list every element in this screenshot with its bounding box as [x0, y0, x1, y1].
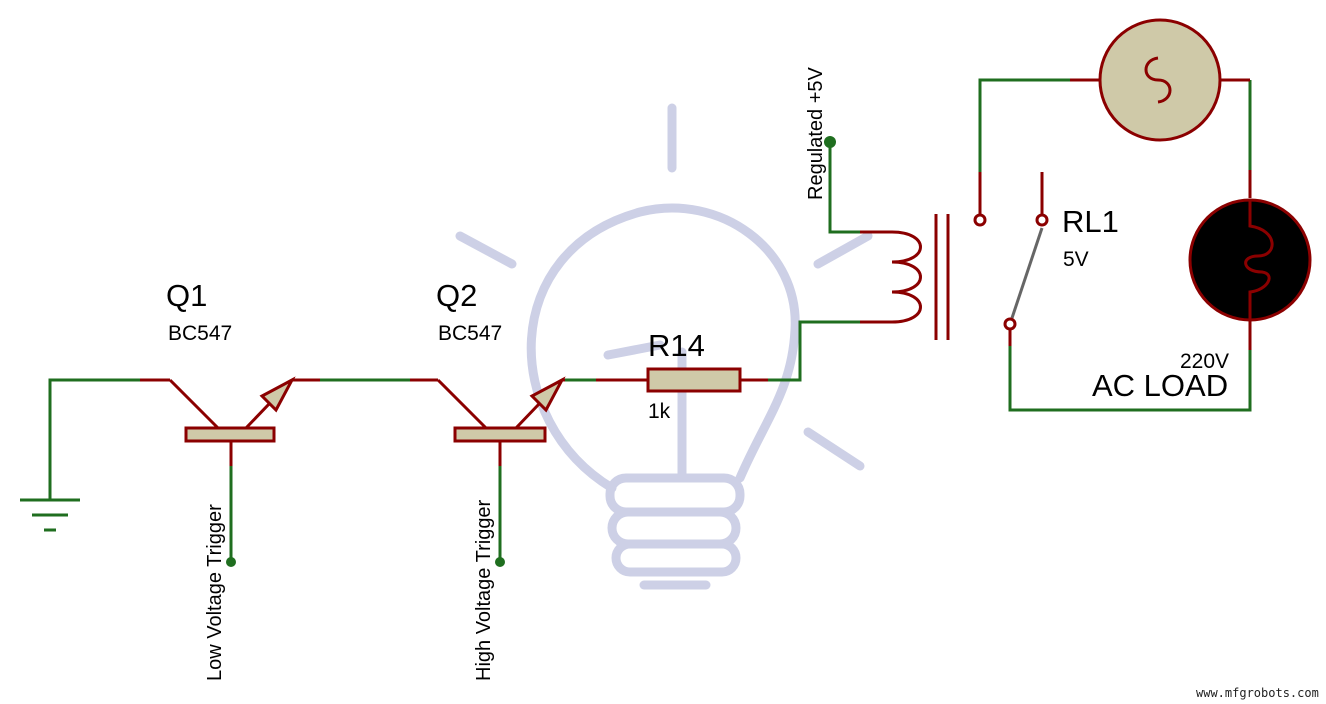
low-trigger-terminal — [226, 557, 236, 567]
r14-value: 1k — [648, 400, 671, 423]
rl1-value: 5V — [1063, 248, 1089, 271]
npn-transistor-icon — [410, 376, 566, 466]
supply-label: Regulated +5V — [805, 66, 827, 200]
q1-transistor: Q1 BC547 Low Voltage Trigger — [140, 278, 320, 681]
ac-load-label: AC LOAD — [1092, 368, 1228, 403]
ac-source-icon — [1098, 18, 1222, 142]
rl1-relay: RL1 5V — [860, 172, 1119, 346]
ac-load-voltage: 220V — [1180, 350, 1229, 373]
ac-load-lamp: 220V AC LOAD — [1092, 170, 1312, 403]
supply-node — [824, 136, 836, 148]
ground-icon — [20, 498, 80, 532]
low-trigger-label: Low Voltage Trigger — [204, 504, 226, 681]
q2-value: BC547 — [438, 322, 502, 345]
q1-value: BC547 — [168, 322, 232, 345]
rl1-ref: RL1 — [1062, 204, 1119, 239]
r14-resistor: R14 1k — [596, 328, 768, 423]
supply-terminal: Regulated +5V — [805, 66, 836, 200]
site-watermark: www.mfgrobots.com — [1196, 686, 1319, 700]
wires — [48, 78, 1252, 562]
ac-source — [1070, 18, 1250, 142]
relay-coil-icon — [860, 214, 950, 340]
npn-transistor-icon — [140, 376, 320, 466]
r14-ref: R14 — [648, 328, 705, 363]
resistor-icon — [596, 367, 768, 393]
q1-base-bar — [184, 426, 276, 443]
q2-ref: Q2 — [436, 278, 477, 313]
q1-ref: Q1 — [166, 278, 207, 313]
high-trigger-label: High Voltage Trigger — [473, 499, 495, 681]
high-trigger-terminal — [495, 557, 505, 567]
q2-transistor: Q2 BC547 High Voltage Trigger — [410, 278, 566, 681]
q2-base-bar — [453, 426, 547, 443]
lamp-icon — [1188, 198, 1312, 322]
relay-switch-icon — [973, 172, 1049, 346]
